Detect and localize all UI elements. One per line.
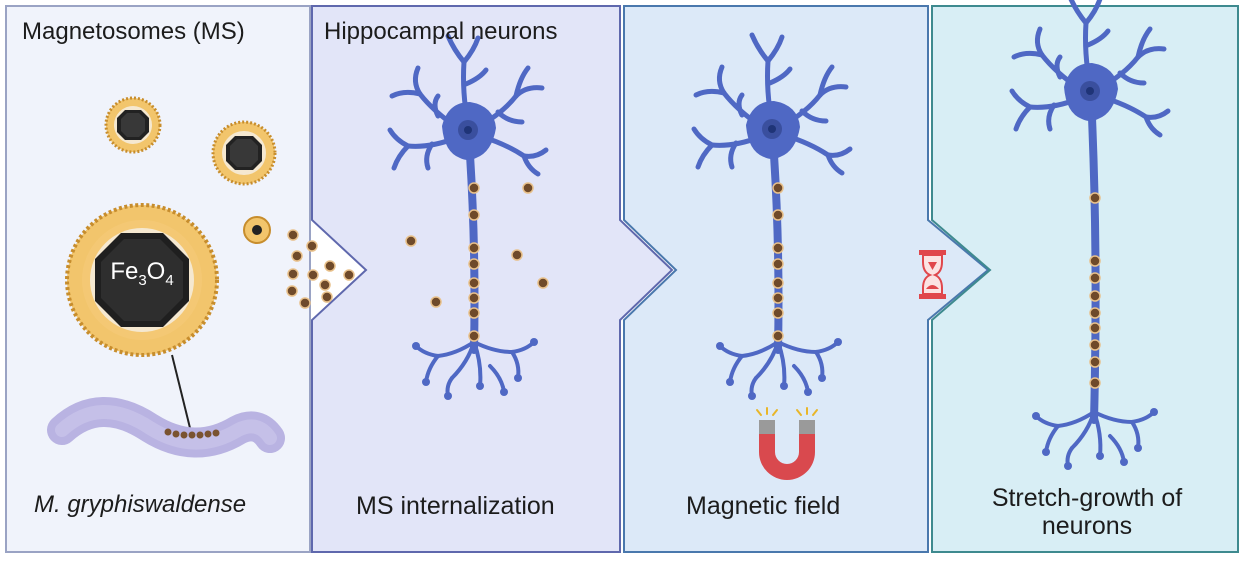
panel-2-heading: Hippocampal neurons [324, 18, 558, 45]
panel-1-heading: Magnetosomes (MS) [22, 18, 245, 45]
neuron-icon [1012, 0, 1168, 470]
panel-3-caption: Magnetic field [686, 492, 841, 520]
panel-4-caption-line-2: neurons [1041, 512, 1133, 540]
magnetosome-small-1 [104, 96, 162, 154]
magnetosome-large: Fe3O4 [65, 203, 219, 357]
neuron-icon [390, 36, 549, 400]
fe3o4-label: Fe3O4 [110, 258, 173, 289]
panel-2-caption: MS internalization [356, 492, 555, 520]
magnetosome-small-2 [211, 120, 277, 186]
magnetosome-tiny [243, 216, 271, 244]
panel-1-caption: M. gryphiswaldense [34, 491, 247, 518]
panel-hippocampal-neurons [311, 5, 674, 553]
panel-magnetic-field [623, 5, 990, 553]
hourglass-icon [919, 250, 946, 299]
magnet-icon [756, 407, 818, 480]
panel-stretch-growth [931, 5, 1239, 553]
zoom-line [171, 354, 191, 429]
bacterium-icon [47, 397, 285, 458]
panel-4-caption-line-1: Stretch-growth of [991, 484, 1183, 512]
neuron-icon [694, 35, 850, 400]
